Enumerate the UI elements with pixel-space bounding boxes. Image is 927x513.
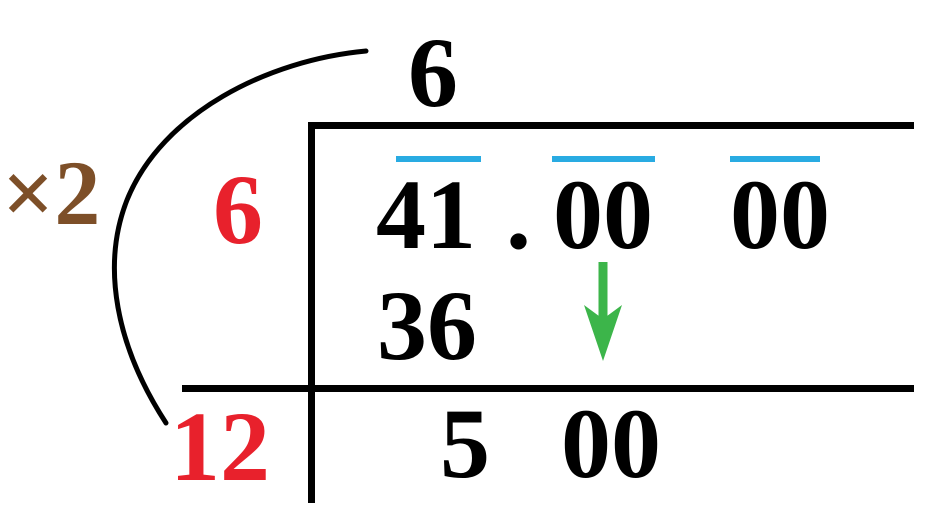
- radical-top-bar: [308, 122, 914, 129]
- brought-down-pair: 00: [561, 388, 661, 499]
- overline-icon-pair-2: [552, 156, 655, 162]
- product-value: 36: [377, 270, 477, 381]
- divisor-digit: 6: [213, 154, 263, 265]
- dividend-integer: 41: [376, 159, 476, 270]
- multiplier-label: ×2: [2, 142, 101, 244]
- remainder-digit: 5: [440, 388, 490, 499]
- decimal-point: .: [506, 159, 531, 270]
- quotient-digit: 6: [408, 17, 458, 128]
- next-divisor: 12: [170, 391, 270, 502]
- overline-icon-pair-1: [396, 156, 481, 162]
- dividend-pair-1: 00: [553, 159, 653, 270]
- radical-vertical-bar: [308, 122, 315, 503]
- subtraction-line: [182, 385, 914, 392]
- dividend-pair-2: 00: [730, 159, 830, 270]
- overline-icon-pair-3: [730, 156, 820, 162]
